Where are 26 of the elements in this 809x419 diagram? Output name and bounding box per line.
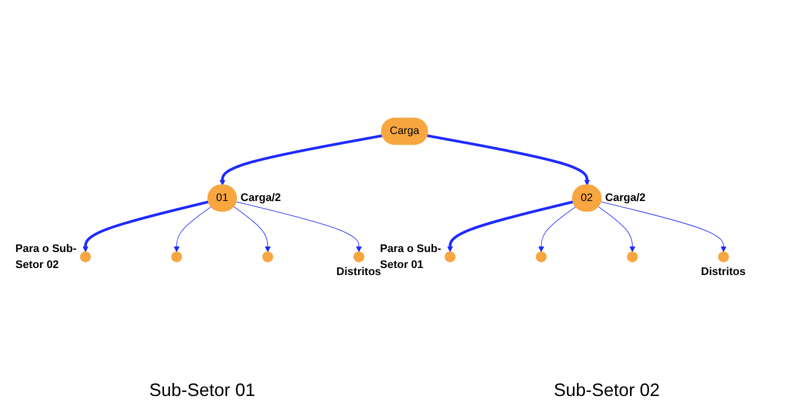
node-circle [354,251,364,262]
arrow [600,202,726,252]
node-caption: Carga/2 [240,191,281,206]
arrow [174,206,212,252]
arrow [236,202,362,252]
arrow [234,206,271,252]
arrow [538,206,576,252]
arrow [427,134,590,186]
node-caption: Carga/2 [605,191,646,206]
node-caption: Para o Sub-Setor 02 [15,242,78,273]
node-circle [718,251,729,262]
node-circle [536,251,547,262]
node-caption: Distritos [336,266,382,280]
node-circle [626,251,638,262]
group-label: Sub-Setor 02 [554,380,660,401]
node-circle [171,251,182,262]
node-circle [262,251,274,262]
node-caption: Para o Sub-Setor 01 [380,242,442,271]
arrow [219,134,383,186]
node-circle [444,251,456,262]
arrow [598,206,636,252]
arrow [447,200,574,252]
arrow [82,200,209,252]
group-label: Sub-Setor 01 [149,380,256,401]
node-circle [80,251,91,262]
node-caption: Distritos [701,264,746,280]
